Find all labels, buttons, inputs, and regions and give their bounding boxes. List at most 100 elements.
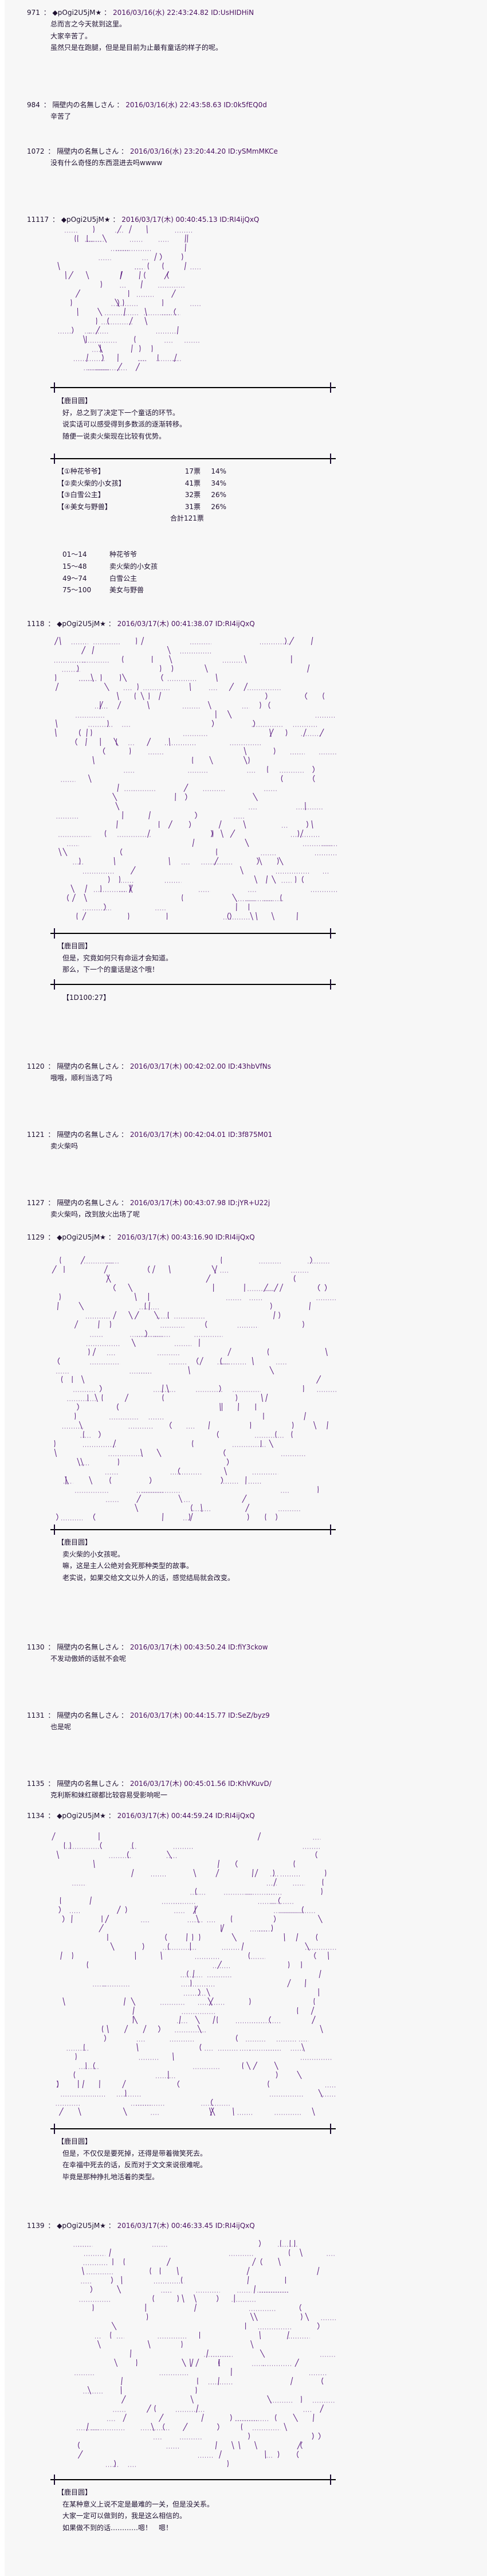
art-stroke bbox=[223, 1467, 227, 1476]
art-stroke bbox=[156, 1448, 162, 1457]
poster-id[interactable]: ID:43hbVfNs bbox=[228, 1062, 271, 1070]
post-number[interactable]: 1129 bbox=[27, 1233, 45, 1241]
art-stroke bbox=[229, 682, 234, 691]
separator: ： bbox=[119, 147, 130, 155]
poster-id[interactable]: ID:UsHIDHiN bbox=[211, 9, 254, 17]
art-stroke bbox=[182, 2358, 186, 2367]
poster-id[interactable]: ID:ySMmMKCe bbox=[228, 147, 278, 155]
art-curve bbox=[278, 1311, 280, 1319]
art-stroke bbox=[134, 1292, 137, 1301]
post-number[interactable]: 971 bbox=[27, 9, 40, 17]
art-curve bbox=[205, 1320, 207, 1328]
poster-id[interactable]: ID:RI4ijQxQ bbox=[215, 2222, 255, 2230]
poster-id[interactable]: ID:RI4ijQxQ bbox=[215, 620, 255, 628]
art-curve bbox=[218, 2359, 221, 2367]
art-curve bbox=[148, 1265, 150, 1273]
poster-id[interactable]: ID:KhVKuvD/ bbox=[228, 1780, 272, 1788]
poster-id[interactable]: ID:RI4ijQxQ bbox=[215, 1812, 255, 1820]
art-stroke bbox=[151, 2422, 155, 2432]
post-number[interactable]: 1118 bbox=[27, 620, 45, 628]
post-body: 辛苦了 bbox=[50, 111, 71, 123]
art-stroke bbox=[113, 1439, 116, 1448]
art-stroke bbox=[219, 2450, 222, 2459]
post-number[interactable]: 1134 bbox=[27, 1812, 45, 1820]
post-number[interactable]: 1135 bbox=[27, 1780, 45, 1788]
post-body: 卖火柴吗 bbox=[50, 1140, 78, 1152]
art-curve bbox=[268, 701, 270, 709]
art-stroke bbox=[154, 252, 157, 261]
art-stroke bbox=[242, 1494, 247, 1503]
art-curve bbox=[199, 1933, 201, 1941]
art-stroke bbox=[307, 664, 310, 673]
art-curve bbox=[309, 1256, 312, 1264]
post-number[interactable]: 1120 bbox=[27, 1062, 45, 1070]
art-stroke bbox=[81, 646, 86, 655]
art-stroke bbox=[257, 1832, 261, 1841]
poster-id[interactable]: ID:3f875M01 bbox=[228, 1131, 273, 1139]
art-stroke bbox=[148, 811, 151, 820]
vote-percent: 34% bbox=[211, 479, 226, 487]
art-curve bbox=[221, 1476, 223, 1484]
post-number[interactable]: 1131 bbox=[27, 1711, 45, 1719]
section-divider bbox=[50, 2124, 336, 2134]
art-curve bbox=[313, 1998, 315, 2006]
art-stroke bbox=[269, 1439, 274, 1448]
post-header: 1072 ： 隔壁内の名無しさん ： 2016/03/16(水) 23:20:4… bbox=[27, 147, 278, 156]
poster-id[interactable]: ID:fiY3ckow bbox=[228, 1643, 268, 1651]
art-stroke bbox=[166, 2257, 171, 2266]
post-date: 2016/03/17(木) 00:44:15.77 bbox=[129, 1711, 226, 1719]
post-body: 总而言之今天就到这里。大家辛苦了。虽然只是在跑腿，但是是目前为止最有童话的样子的… bbox=[50, 18, 222, 54]
art-stroke bbox=[113, 1311, 117, 1320]
post-body: 不发动傲娇的话就不会呢 bbox=[50, 1653, 126, 1665]
art-curve bbox=[117, 1403, 119, 1411]
art-curve bbox=[117, 299, 119, 307]
art-stroke bbox=[139, 271, 141, 280]
divider-end-cross bbox=[54, 928, 55, 939]
art-stroke bbox=[58, 847, 62, 857]
art-stroke bbox=[92, 1347, 96, 1357]
art-stroke bbox=[154, 1311, 159, 1320]
art-curve bbox=[235, 1860, 238, 1868]
art-stroke bbox=[115, 802, 120, 811]
art-stroke bbox=[311, 636, 313, 646]
poster-id[interactable]: ID:RI4ijQxQ bbox=[219, 216, 260, 224]
art-stroke bbox=[130, 866, 136, 875]
art-stroke bbox=[313, 2413, 315, 2422]
art-curve bbox=[241, 2423, 242, 2431]
poster-id[interactable]: ID:0k5fEQ0d bbox=[223, 101, 267, 109]
post-number[interactable]: 984 bbox=[27, 101, 40, 109]
poster-id[interactable]: ID:SeZ/byz9 bbox=[228, 1711, 270, 1719]
art-curve bbox=[188, 1513, 190, 1521]
poster-id[interactable]: ID:RI4ijQxQ bbox=[215, 1233, 255, 1241]
post-number[interactable]: 1127 bbox=[27, 1199, 45, 1207]
art-curve bbox=[119, 875, 120, 884]
art-stroke bbox=[112, 792, 117, 802]
art-stroke bbox=[319, 1969, 321, 1979]
art-curve bbox=[306, 820, 308, 828]
post-number[interactable]: 1121 bbox=[27, 1131, 45, 1139]
art-stroke bbox=[190, 1512, 193, 1522]
separator: ： bbox=[114, 101, 126, 109]
post-number[interactable]: 1130 bbox=[27, 1643, 45, 1651]
art-curve bbox=[275, 2414, 277, 2422]
art-stroke bbox=[77, 2450, 83, 2459]
art-curve bbox=[219, 1385, 221, 1393]
post-number[interactable]: 1072 bbox=[27, 147, 45, 155]
post-number[interactable]: 11117 bbox=[27, 216, 49, 224]
art-stroke bbox=[182, 2294, 184, 2303]
art-stroke bbox=[56, 1850, 60, 1859]
post-body: 也是呢 bbox=[50, 1721, 71, 1733]
poster-id[interactable]: ID:jYR+U22j bbox=[228, 1199, 270, 1207]
art-curve bbox=[56, 1513, 58, 1521]
post-number[interactable]: 1139 bbox=[27, 2222, 45, 2230]
art-curve bbox=[300, 2441, 303, 2449]
art-curve bbox=[268, 1348, 269, 1356]
art-stroke bbox=[147, 737, 151, 746]
art-curve bbox=[211, 830, 213, 838]
post-header: 11117 ： ◆pOgi2U5jM★ ： 2016/03/17(木) 00:4… bbox=[27, 215, 259, 224]
art-curve bbox=[144, 1302, 146, 1310]
art-stroke bbox=[273, 1311, 276, 1320]
art-stroke bbox=[254, 2312, 258, 2321]
art-stroke bbox=[123, 2413, 127, 2422]
